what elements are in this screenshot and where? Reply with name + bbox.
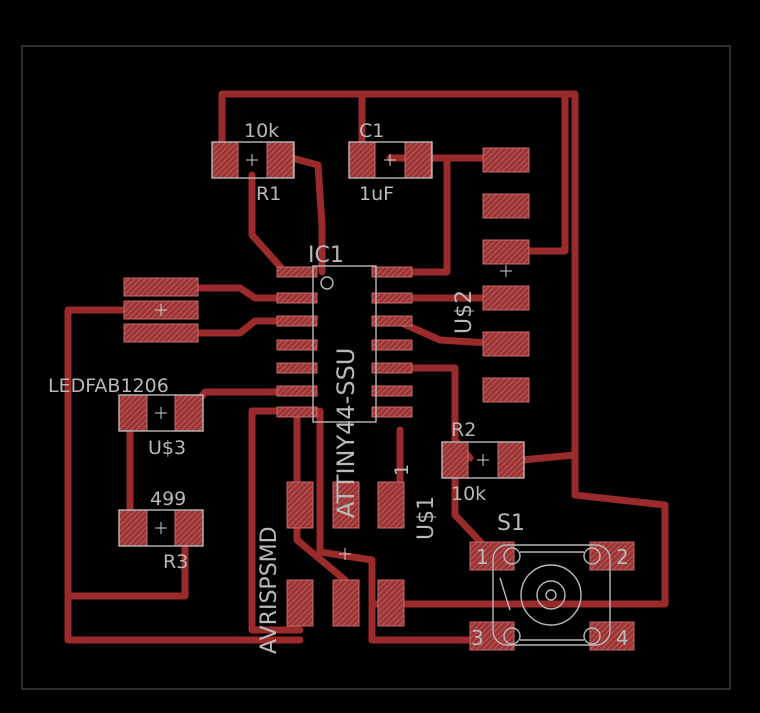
r3-value-label: 499 [150,488,186,510]
r3-pad-2 [174,509,204,547]
isp-pad-5 [332,579,360,627]
ic1-pad-r2 [371,292,413,304]
isp-part-label: AVRISPSMD [257,526,282,654]
s1-corner-1 [503,547,521,565]
ic1-pin1-dot [320,276,334,290]
r2-value-label: 10k [451,483,486,505]
r2-pad-2 [497,441,525,479]
ic1-pad-l3 [276,315,318,327]
c1-name-label: C1 [359,120,384,142]
ic1-pad-l1 [276,266,318,278]
u2-pad-4 [482,285,530,311]
c1-value-label: 1uF [359,183,394,205]
pin1-mark-label: 1 [391,464,413,476]
s1-body [492,544,611,646]
ic1-pad-l4 [276,339,318,351]
r1-outline [211,141,295,179]
led-outline [118,394,204,432]
s1-pin1-label: 1 [476,545,489,569]
u2-name-label: U$2 [452,290,477,334]
r2-pad-1 [441,441,469,479]
ic1-pad-r5 [371,362,413,374]
ic1-pad-r3 [371,315,413,327]
s1-button-inner [536,580,566,610]
origin-marks [155,154,512,560]
s1-corner-2 [583,547,601,565]
u1-name-label: U$1 [414,496,439,540]
u2-pad-2 [482,193,530,219]
ic1-pad-r7 [371,406,413,418]
led-part-label: LEDFAB1206 [48,375,169,397]
s1-pad-2 [589,541,635,571]
ic1-body [312,265,377,423]
ic1-pad-l7 [276,406,318,418]
s1-button-center [545,589,557,601]
ic1-pad-r1 [371,266,413,278]
r1-value-label: 10k [244,120,279,142]
ic1-name-label: IC1 [308,243,344,268]
u2-pad-1 [482,147,530,173]
c1-pad-1 [348,141,376,179]
ic1-pad-l2 [276,292,318,304]
r2-outline [441,441,525,479]
s1-pin3-label: 3 [471,626,484,650]
isp-pad-1 [286,481,314,529]
ic1-part-label: ATTINY44-SSU [332,348,360,518]
header-pad-1 [123,277,199,297]
isp-pad-2 [332,481,360,529]
r1-name-label: R1 [256,183,281,205]
led-pad-1 [118,394,148,432]
s1-button-outer [520,564,582,626]
u2-pad-6 [482,377,530,403]
r1-pad-2 [266,141,294,179]
silkscreen [118,141,611,646]
ic1-pad-r6 [371,385,413,397]
r3-name-label: R3 [163,551,188,573]
header-pad-3 [123,323,199,343]
s1-name-label: S1 [497,511,525,536]
s1-pin2-label: 2 [616,545,629,569]
u2-pad-3 [482,239,530,265]
isp-pad-6 [377,579,405,627]
r1-pad-1 [211,141,239,179]
isp-pad-3 [377,481,405,529]
isp-pad-4 [286,579,314,627]
u3-name-label: U$3 [148,437,186,459]
led-pad-2 [174,394,204,432]
s1-corner-3 [503,627,521,645]
r3-outline [118,509,204,547]
s1-pad-1 [469,541,515,571]
s1-pin4-label: 4 [616,626,629,650]
pads [118,141,635,651]
ic1-pad-l5 [276,362,318,374]
c1-outline [348,141,433,179]
board-outline [21,45,731,690]
r3-pad-1 [118,509,148,547]
r2-name-label: R2 [451,419,476,441]
s1-corner-4 [583,627,601,645]
u2-pad-5 [482,331,530,357]
ic1-pad-r4 [371,339,413,351]
ic1-pad-l6 [276,385,318,397]
c1-pad-2 [404,141,432,179]
labels: 10k R1 C1 1uF IC1 U$2 LEDFAB1206 U$3 499… [48,120,629,654]
